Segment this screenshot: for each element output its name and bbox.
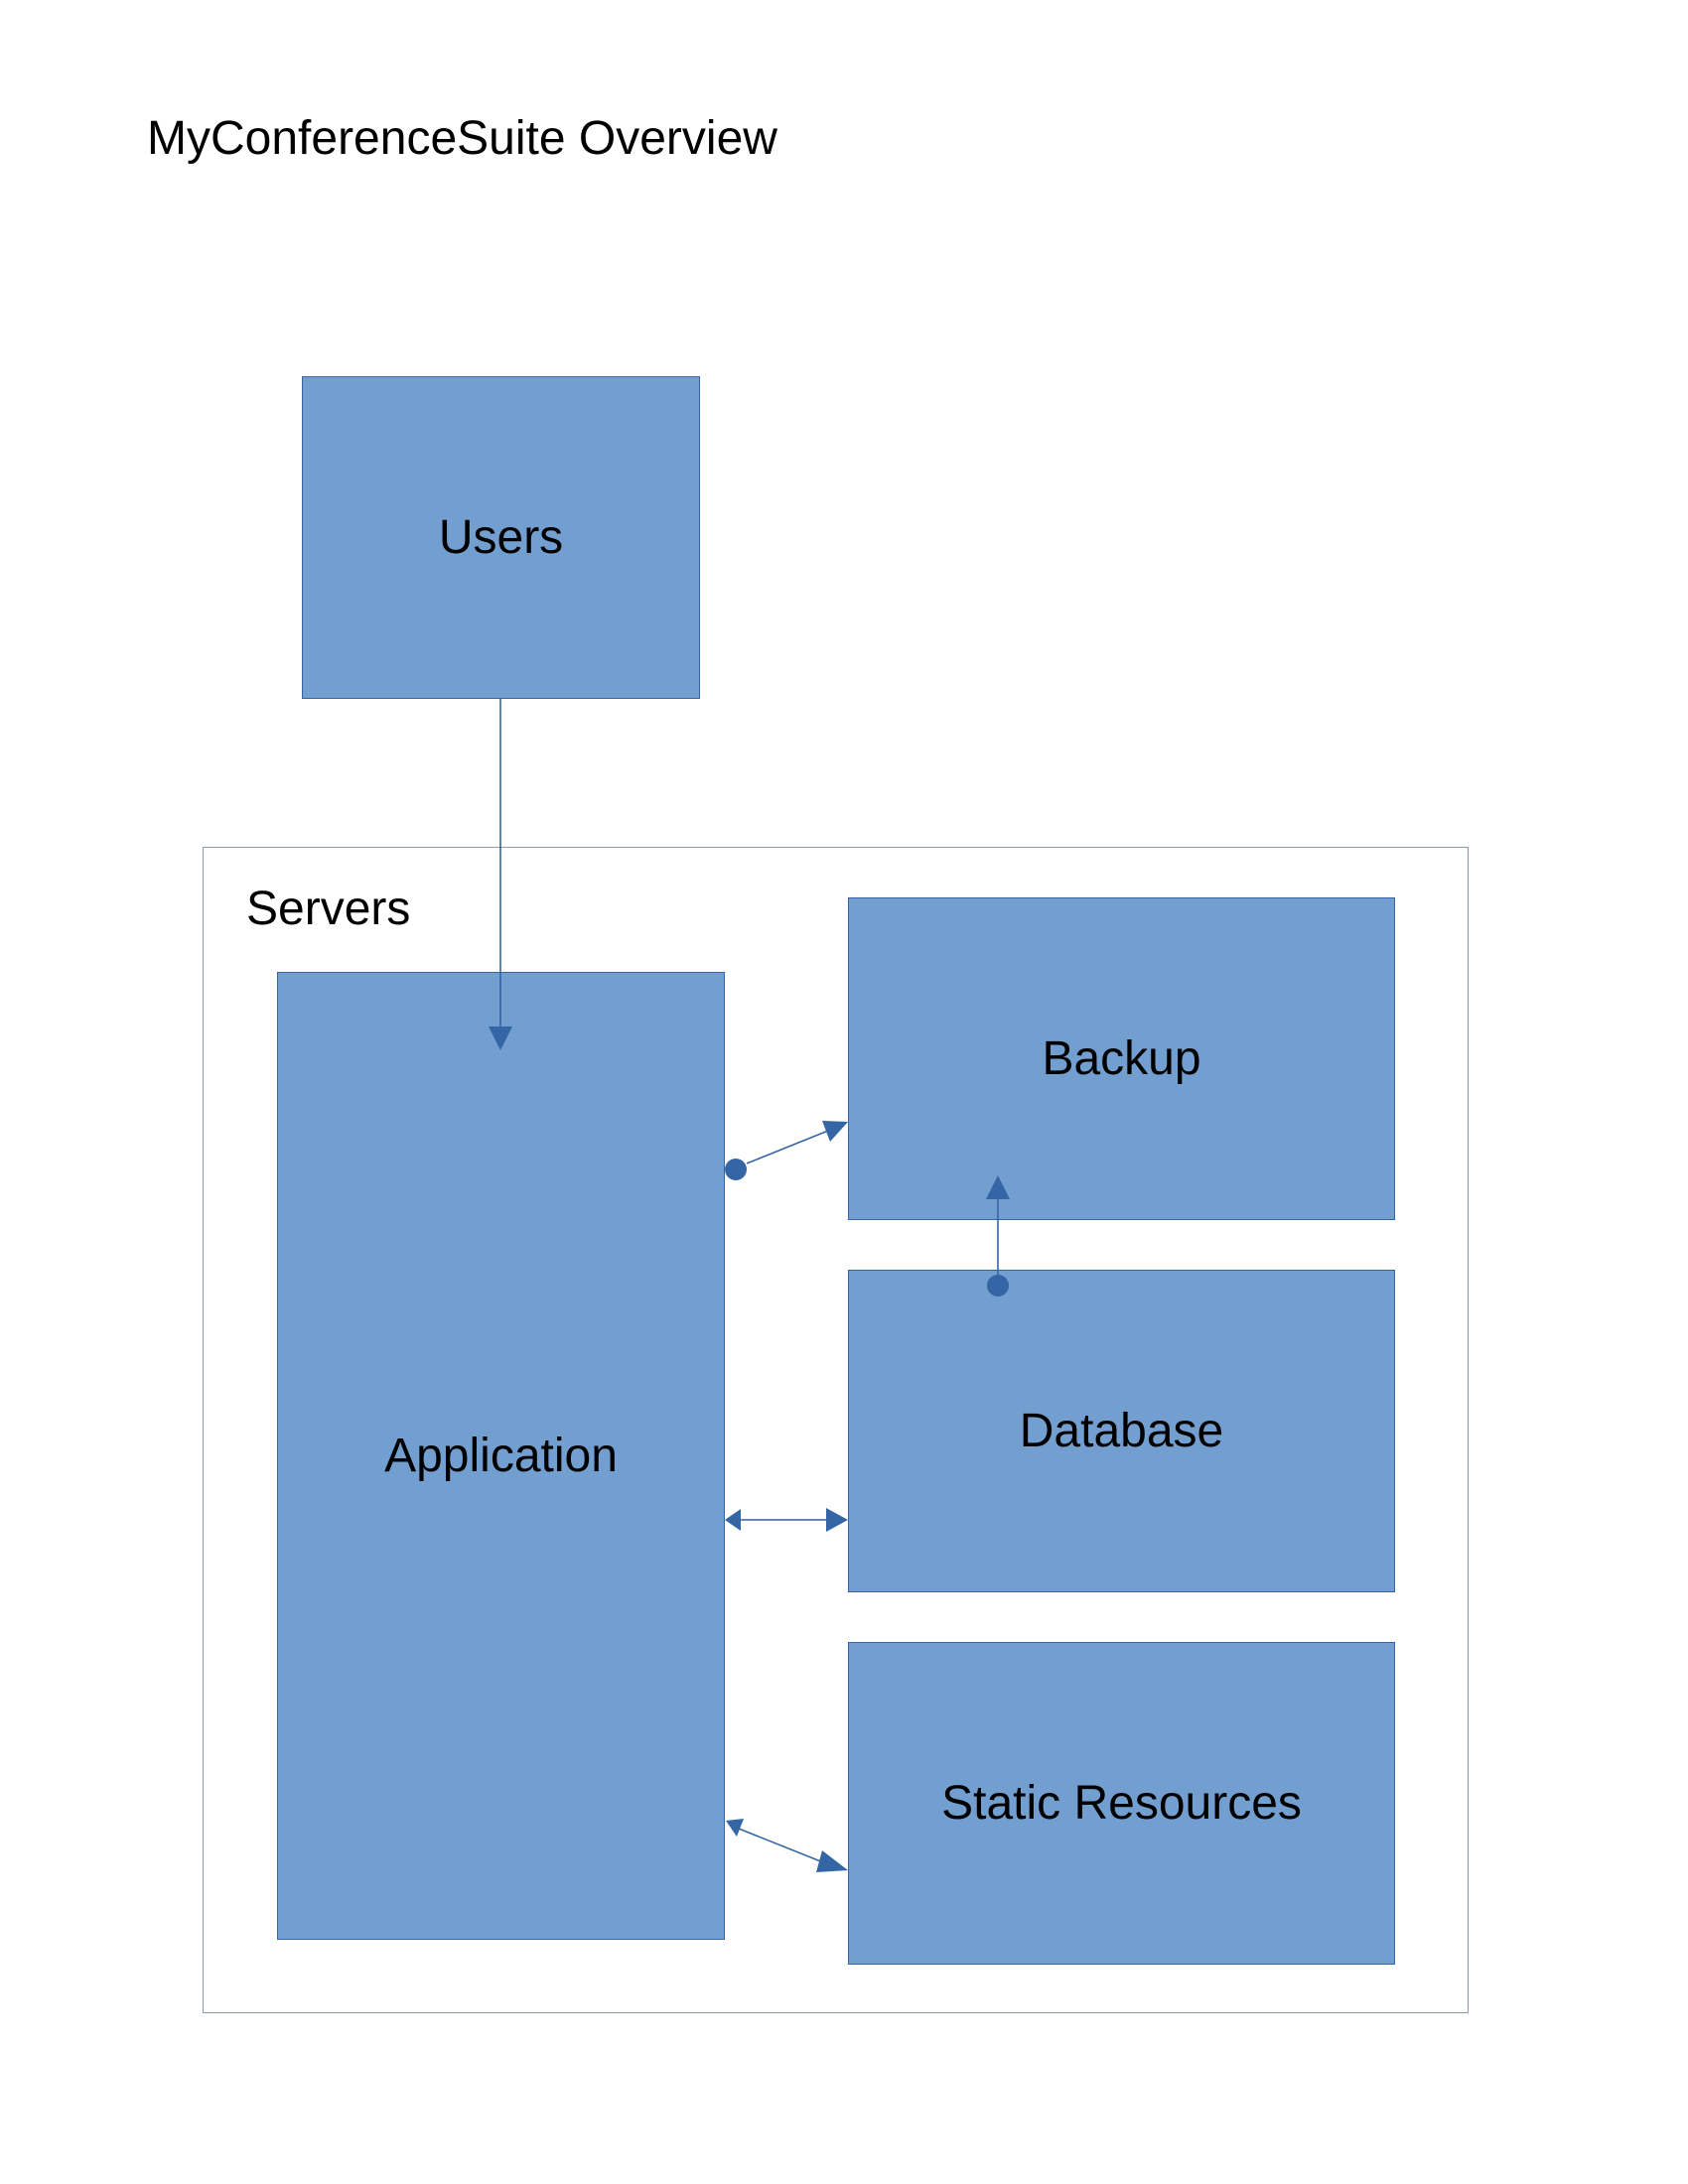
backup-label: Backup [1042, 1032, 1201, 1085]
static-resources-label: Static Resources [941, 1777, 1302, 1830]
page-title: MyConferenceSuite Overview [147, 112, 777, 165]
database-node[interactable]: Database [848, 1270, 1395, 1592]
backup-node[interactable]: Backup [848, 897, 1395, 1220]
application-node[interactable]: Application [277, 972, 725, 1940]
users-node[interactable]: Users [302, 376, 700, 699]
static-resources-node[interactable]: Static Resources [848, 1642, 1395, 1965]
servers-container [203, 847, 1469, 2013]
database-label: Database [1019, 1405, 1224, 1457]
users-label: Users [438, 511, 564, 564]
application-label: Application [384, 1430, 618, 1482]
servers-label: Servers [246, 883, 411, 935]
